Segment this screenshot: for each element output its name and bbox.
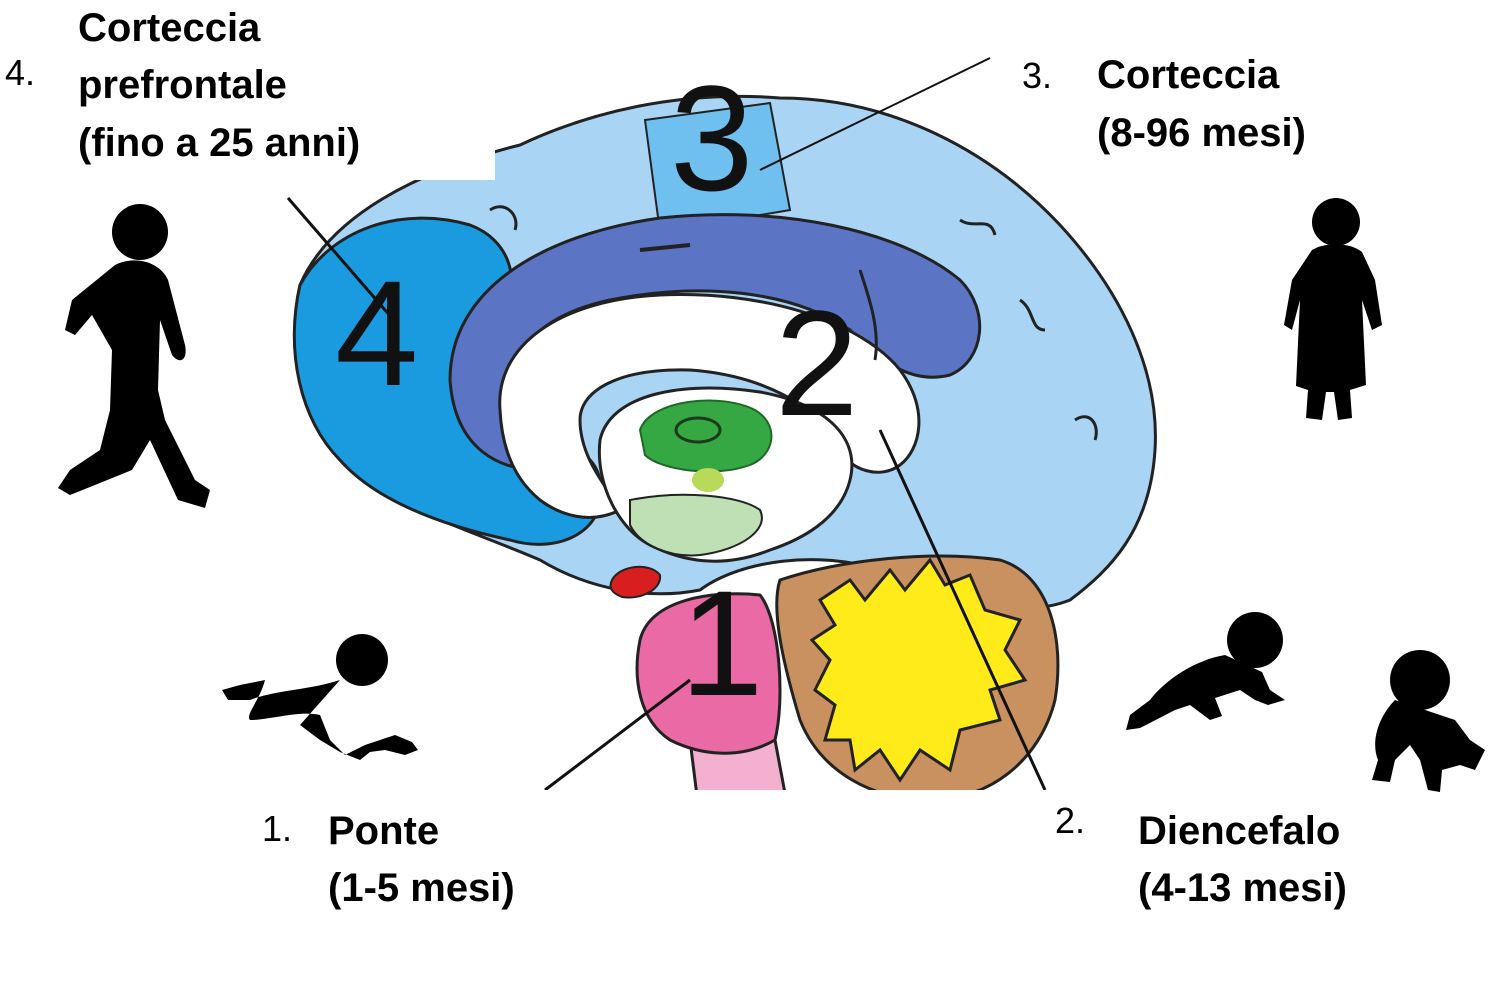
marker-1: 1 (680, 559, 763, 727)
marker-2: 2 (775, 279, 858, 447)
pineal-spot (692, 468, 724, 492)
label-4-number: 4. (5, 52, 35, 94)
label-4-name-line1: Corteccia (78, 5, 260, 51)
thalamus (640, 400, 771, 471)
label-2-name: Diencefalo (1138, 808, 1340, 854)
label-1-number: 1. (262, 808, 292, 850)
label-1-name: Ponte (328, 808, 439, 854)
label-3-number: 3. (1022, 55, 1052, 97)
marker-3: 3 (670, 54, 753, 222)
crawling-baby-icon (222, 634, 418, 760)
walking-child-icon (58, 204, 210, 508)
label-4-name-line2: prefrontale (78, 62, 287, 108)
crawling-baby-icon (1126, 612, 1285, 730)
label-3-age: (8-96 mesi) (1097, 110, 1306, 156)
label-4-age: (fino a 25 anni) (78, 120, 360, 166)
standing-toddler-icon (1284, 198, 1382, 420)
label-3-name: Corteccia (1097, 52, 1279, 98)
label-1-age: (1-5 mesi) (328, 865, 515, 911)
label-2-age: (4-13 mesi) (1138, 865, 1347, 911)
crawling-baby-icon (1372, 650, 1485, 792)
marker-4: 4 (335, 249, 418, 417)
label-2-number: 2. (1055, 800, 1085, 842)
